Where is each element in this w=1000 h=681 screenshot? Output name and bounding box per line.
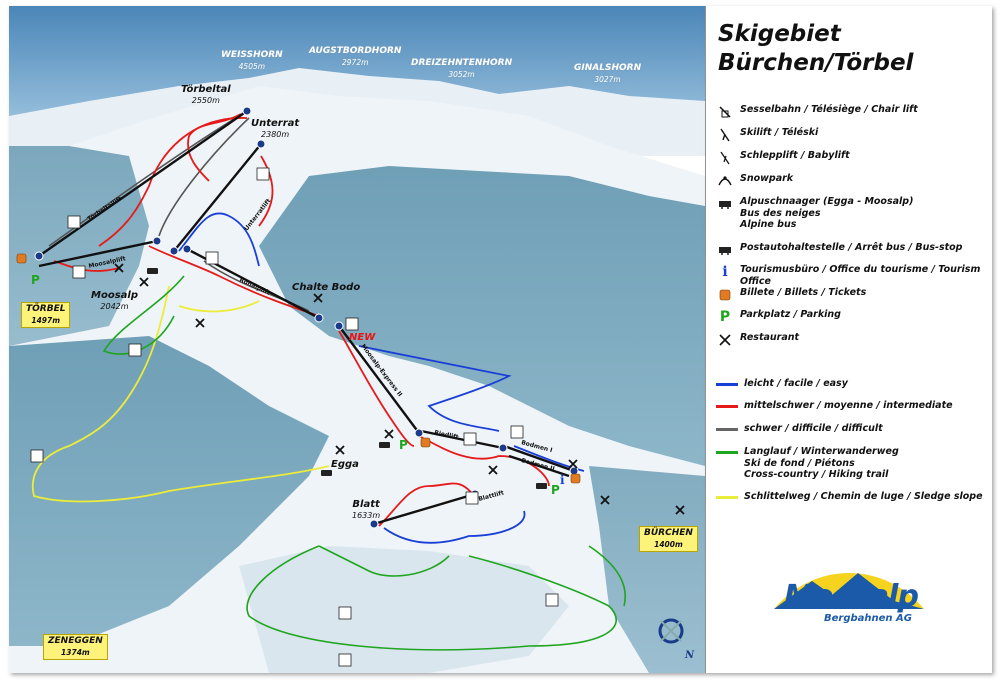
map-graphic: Törbeltallift Moosalplift Unterratlift R… [9, 6, 705, 673]
legend-bus-stop: Postautohaltestelle / Arrêt bus / Bus-st… [716, 242, 962, 258]
parking-icon: P [719, 309, 731, 325]
legend-alpine-bus: Alpuschnaager (Egga - Moosalp) Bus des n… [716, 196, 913, 231]
legend-easy: leicht / facile / easy [716, 378, 848, 390]
place-label-chalte-bodo: Chalte Bodo [292, 282, 361, 293]
parking-icons: P P P [31, 273, 560, 497]
tourism-office-icon: i [560, 473, 565, 487]
logo-name: Moosalp [784, 579, 919, 614]
difficult-swatch [716, 428, 738, 431]
svg-text:P: P [551, 483, 560, 497]
chair-lift-icon [716, 104, 734, 120]
compass-icon: N [658, 618, 695, 661]
lower-slopes [239, 546, 569, 673]
legend-sledge: Schlittelweg / Chemin de luge / Sledge s… [716, 491, 983, 503]
moosalp-logo: Moosalp Bergbahnen AG [754, 551, 944, 626]
ticket-icon [716, 287, 734, 303]
bus-stop-icons [147, 268, 547, 489]
bus-stop-icon [716, 242, 734, 258]
easy-swatch [716, 383, 738, 386]
forest [259, 166, 705, 466]
lift-label-ried: Riedlift [434, 429, 460, 441]
legend-intermediate: mittelschwer / moyenne / intermediate [716, 400, 953, 412]
forest [9, 146, 149, 346]
sun-logo-graphic [774, 573, 924, 609]
tourism-office-icon: i [722, 264, 728, 280]
piste-map: Törbeltallift Moosalplift Unterratlift R… [9, 6, 706, 673]
intermediate-pistes [53, 113, 550, 527]
sledge-swatch [716, 496, 738, 499]
restaurant-icon [716, 332, 734, 348]
skilift-icon [716, 127, 734, 143]
legend-tickets: Billete / Billets / Tickets [716, 287, 866, 303]
snowpark-icon [716, 173, 734, 189]
alpine-bus-icon [716, 196, 734, 212]
ticket-icons [16, 253, 581, 484]
legend-chair-lift: Sesselbahn / Télésiège / Chair lift [716, 104, 918, 120]
intermediate-swatch [716, 405, 738, 408]
legend-hiking: Langlauf / Winterwanderweg Ski de fond /… [716, 446, 899, 481]
new-badge: NEW [349, 332, 376, 343]
legend-restaurant: Restaurant [716, 332, 799, 348]
svg-text:P: P [399, 438, 408, 452]
legend-snowpark: Snowpark [716, 173, 793, 189]
easy-pistes [178, 212, 585, 544]
svg-text:N: N [684, 650, 695, 661]
place-label-egga: Egga [331, 459, 359, 470]
sign-icons [30, 167, 559, 667]
legend-babylift: Schlepplift / Babylift [716, 150, 850, 166]
legend-difficult: schwer / difficile / difficult [716, 423, 883, 435]
restaurant-icons [114, 263, 685, 515]
svg-text:P: P [31, 273, 40, 287]
legend-parking: P Parkplatz / Parking [716, 309, 841, 325]
babylift-icon [716, 150, 734, 166]
hiking-trails [102, 275, 626, 651]
hiking-swatch [716, 451, 738, 454]
legend-skilift: Skilift / Téléski [716, 127, 818, 143]
legend-tourism-office: i Tourismusbüro / Office du tourisme / T… [716, 264, 992, 287]
sledge-slopes [31, 285, 330, 503]
logo-subtitle: Bergbahnen AG [824, 613, 912, 624]
